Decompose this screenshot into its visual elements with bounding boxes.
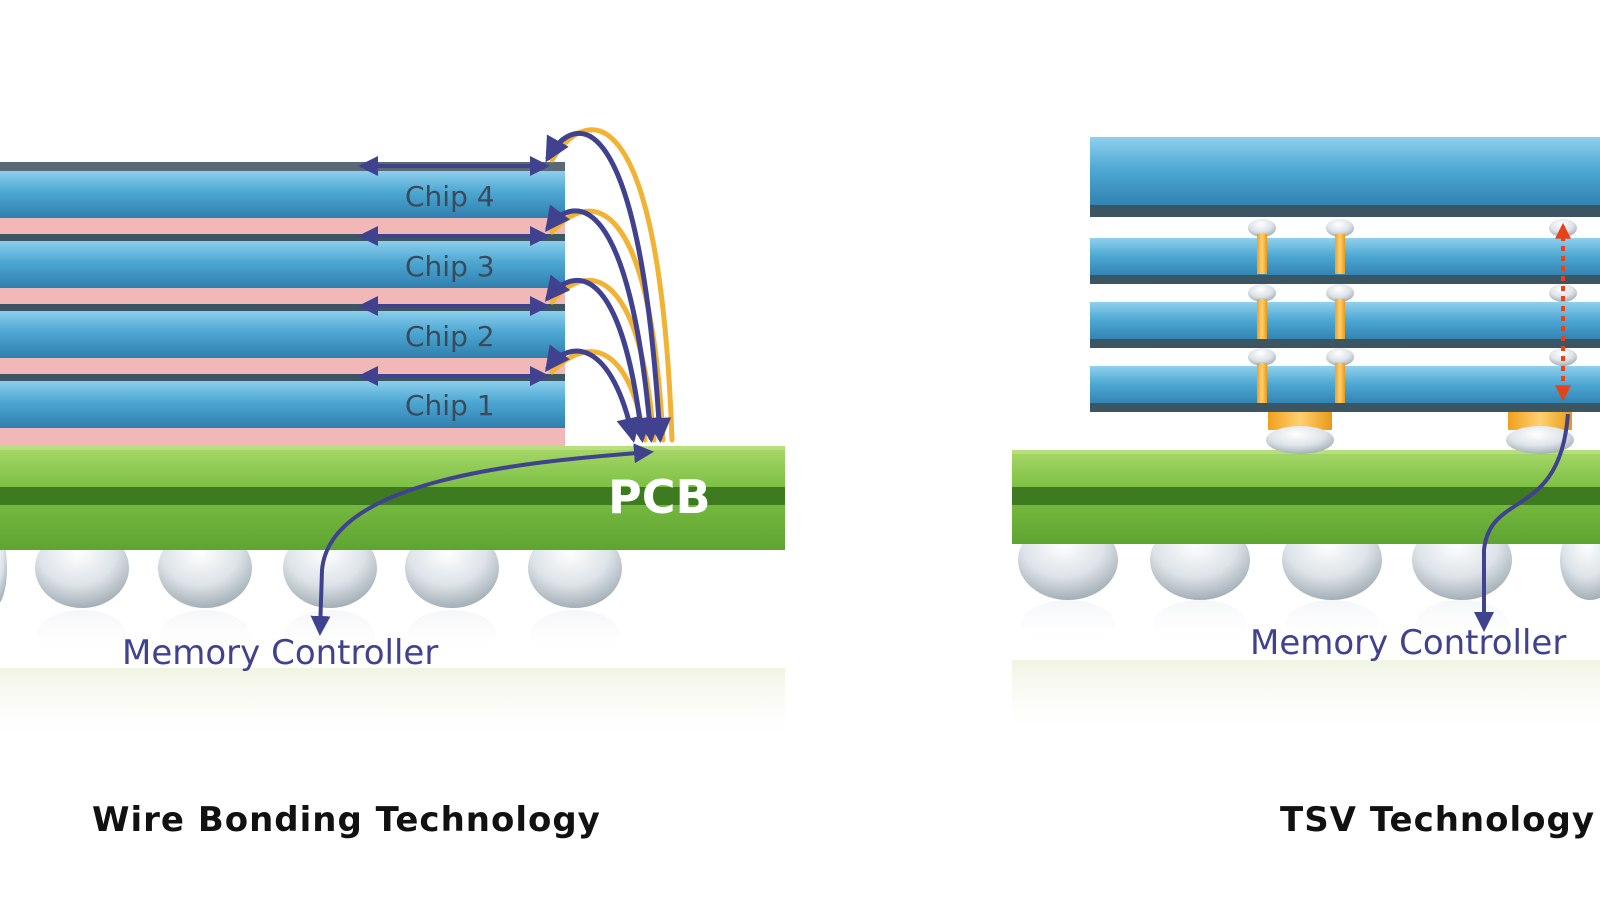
chip-label: Chip 3 xyxy=(405,250,495,283)
through-silicon-vias xyxy=(1248,219,1577,403)
chip-2-die xyxy=(0,310,565,358)
chip-label: Chip 1 xyxy=(405,389,495,422)
bonding-wires xyxy=(544,127,675,443)
chip-stack xyxy=(0,162,565,446)
tsv-caption: TSV Technology xyxy=(1280,800,1596,840)
pcb-board xyxy=(1012,450,1600,544)
adhesive-layer xyxy=(0,358,565,374)
tsv-controller-arrow xyxy=(1474,413,1570,632)
chip-3-die xyxy=(0,240,565,288)
chip-labels: Chip 4 Chip 3 Chip 2 Chip 1 xyxy=(405,180,495,422)
micro-bumps xyxy=(1266,410,1574,454)
chip-signal-arrows xyxy=(358,156,550,386)
chip-label: Chip 2 xyxy=(405,320,495,353)
pcb-controller-arrow xyxy=(310,443,654,636)
pcb-reflection xyxy=(0,668,785,748)
wire-bonding-caption: Wire Bonding Technology xyxy=(92,800,601,840)
tsv-diagram: Memory Controller xyxy=(1012,137,1600,740)
pcb-reflection xyxy=(1012,660,1600,740)
chip-1-die xyxy=(0,380,565,428)
chip-4-die xyxy=(0,170,565,218)
memory-controller-label-left: Memory Controller xyxy=(122,633,438,673)
chip-label: Chip 4 xyxy=(405,180,495,213)
adhesive-layer xyxy=(0,288,565,304)
tsv-top-die xyxy=(1090,137,1600,209)
wire-bonding-diagram: Chip 4 Chip 3 Chip 2 Chip 1 PCB Memory C xyxy=(0,127,785,748)
adhesive-layer xyxy=(0,218,565,234)
memory-controller-label-right: Memory Controller xyxy=(1250,623,1566,663)
pcb-label: PCB xyxy=(608,470,711,524)
adhesive-layer xyxy=(0,428,565,446)
